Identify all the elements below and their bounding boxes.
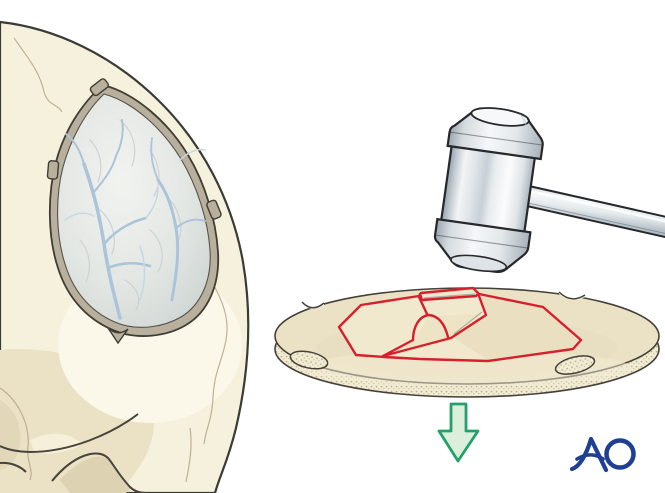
surgical-mallet (433, 107, 665, 274)
rim-notch-bumps (46, 78, 222, 220)
mallet-barrel (439, 144, 537, 234)
skull-highlight-swirl (30, 433, 82, 454)
ao-logo-letter-o (604, 438, 636, 470)
skull-shading-left-edge (0, 400, 21, 470)
fracture-zone (337, 286, 583, 363)
fracture-outline-red (337, 286, 583, 363)
fractured-bone-flap-disc (274, 286, 660, 398)
fracture-gap-lines (423, 293, 483, 335)
ao-logo-letter-a-bar (575, 453, 605, 461)
fragment-right-shade (452, 296, 580, 360)
mallet-top-cap (446, 107, 544, 161)
dura-vessels (65, 119, 206, 320)
suture-lines (0, 37, 228, 483)
insertion-direction-arrow (437, 402, 480, 463)
flap-front-notches (289, 350, 596, 375)
ao-logo (569, 436, 636, 473)
craniotomy-opening (46, 78, 222, 345)
fragment-middle-shade (384, 314, 481, 355)
mallet-bottom-cap (433, 217, 532, 274)
dura-vessels-faint (64, 148, 206, 301)
flap-back-notches (301, 289, 586, 309)
temporal-line (0, 413, 147, 493)
mallet-handle (520, 183, 665, 250)
rim-bottom-tip (107, 327, 129, 345)
flap-front-highlight (302, 350, 632, 386)
dura-surface (57, 93, 211, 328)
